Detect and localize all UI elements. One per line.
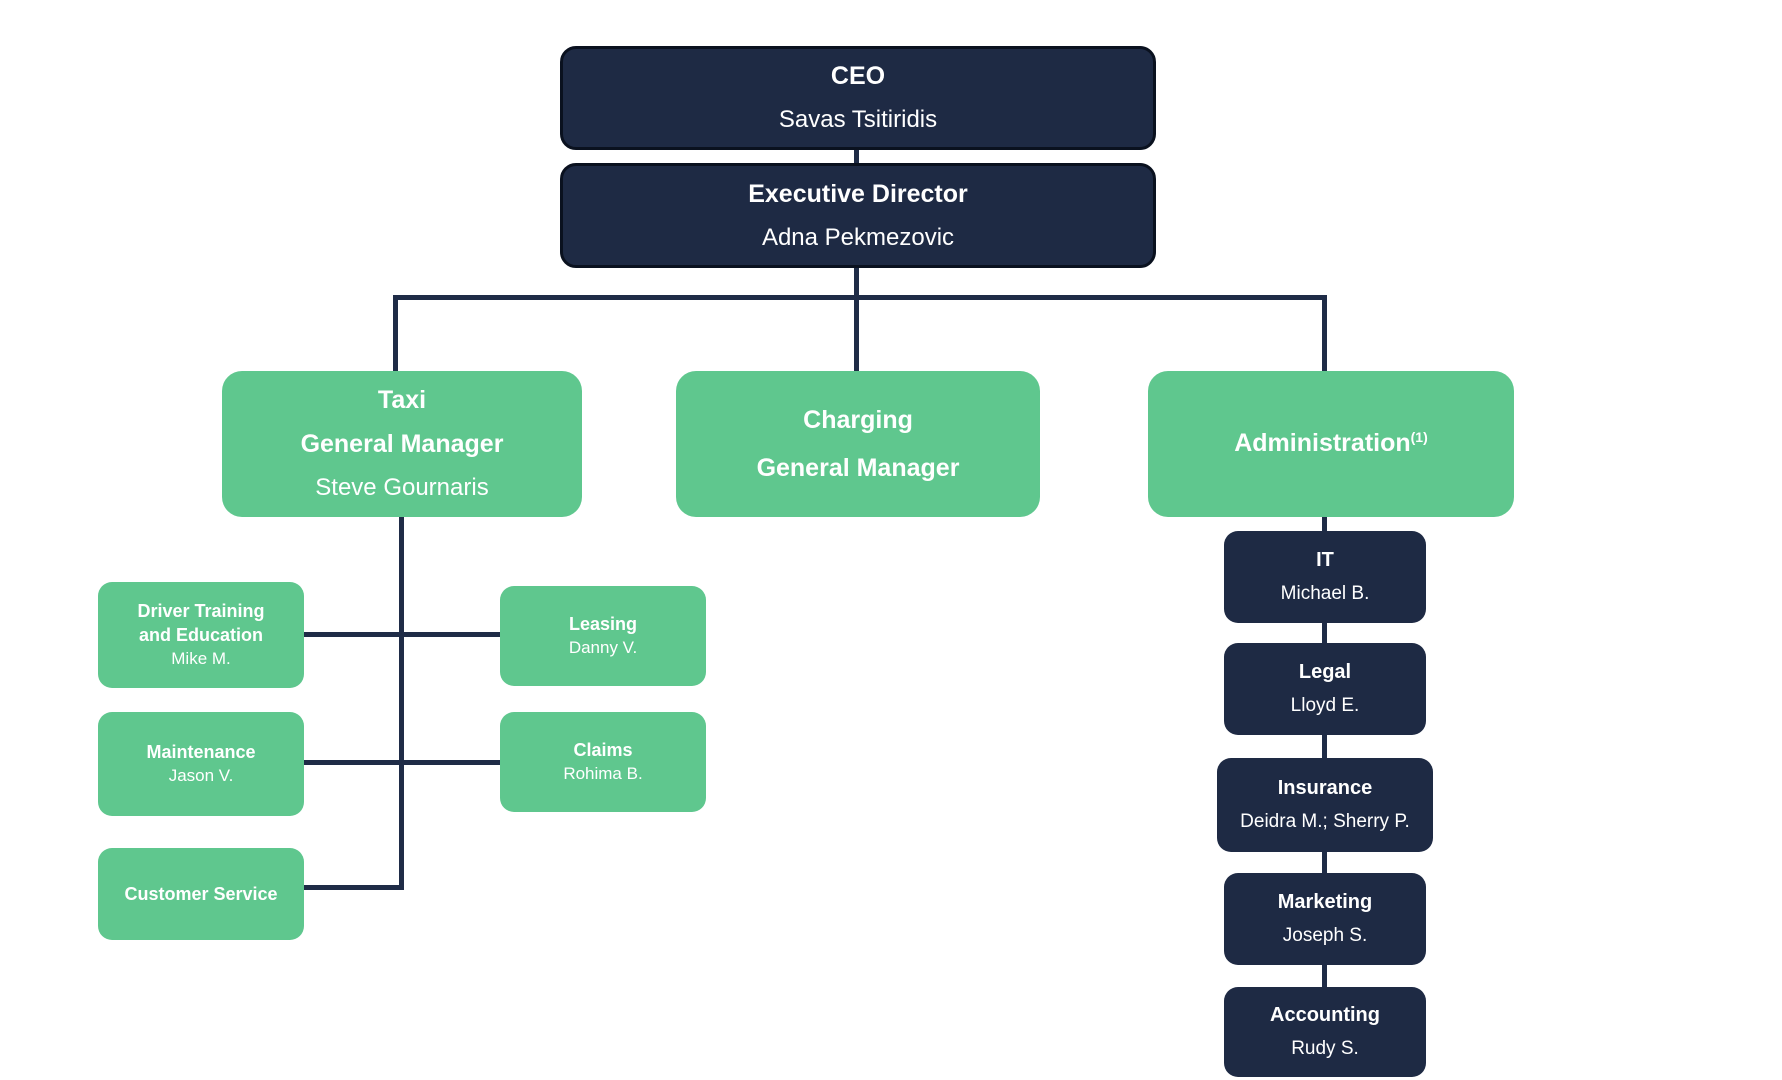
connector-drop-charging xyxy=(854,295,859,373)
node-person-name: Michael B. xyxy=(1280,583,1370,604)
node-person-name: Danny V. xyxy=(568,638,638,657)
node-accounting: Accounting Rudy S. xyxy=(1224,987,1426,1077)
node-title: Executive Director xyxy=(748,179,968,208)
node-title-line1: Driver Training xyxy=(137,601,265,621)
node-leasing: Leasing Danny V. xyxy=(500,586,706,686)
node-title: Claims xyxy=(573,740,633,760)
node-customer-service: Customer Service xyxy=(98,848,304,940)
node-title: Marketing xyxy=(1277,891,1373,913)
node-title-line2: General Manager xyxy=(756,454,960,482)
connector-admin-it xyxy=(1322,515,1327,531)
node-person-name: Adna Pekmezovic xyxy=(761,223,955,251)
connector-row-driver-leasing xyxy=(300,632,505,637)
administration-label: Administration xyxy=(1234,428,1411,457)
node-title: Insurance xyxy=(1277,777,1373,799)
node-title: Customer Service xyxy=(124,884,278,904)
node-title-line1: Taxi xyxy=(377,386,427,414)
connector-branch-horizontal xyxy=(393,295,1327,300)
node-title: CEO xyxy=(830,62,886,90)
node-person-name: Deidra M.; Sherry P. xyxy=(1240,811,1410,832)
node-person-name: Jason V. xyxy=(168,766,234,785)
footnote-superscript: (1) xyxy=(1410,428,1428,445)
node-person-name: Rohima B. xyxy=(563,764,643,783)
node-title: Leasing xyxy=(568,614,638,634)
node-it: IT Michael B. xyxy=(1224,531,1426,623)
node-title-line2: and Education xyxy=(138,625,263,645)
node-person-name: Steve Gournaris xyxy=(315,474,489,501)
node-administration: Administration(1) xyxy=(1148,371,1514,517)
node-title: Maintenance xyxy=(146,742,256,762)
node-title-line1: Charging xyxy=(803,406,913,434)
connector-it-legal xyxy=(1322,623,1327,643)
node-maintenance: Maintenance Jason V. xyxy=(98,712,304,816)
node-insurance: Insurance Deidra M.; Sherry P. xyxy=(1217,758,1433,852)
connector-drop-taxi xyxy=(393,295,398,373)
connector-insurance-marketing xyxy=(1322,852,1327,873)
node-claims: Claims Rohima B. xyxy=(500,712,706,812)
node-person-name: Lloyd E. xyxy=(1290,695,1360,716)
node-driver-training: Driver Training and Education Mike M. xyxy=(98,582,304,688)
node-title: Legal xyxy=(1298,661,1352,683)
node-person-name: Rudy S. xyxy=(1291,1038,1359,1059)
connector-row-customer-service xyxy=(300,885,404,890)
node-executive-director: Executive Director Adna Pekmezovic xyxy=(560,163,1156,268)
connector-drop-administration xyxy=(1322,295,1327,373)
node-title: Administration(1) xyxy=(1234,421,1428,468)
node-title: IT xyxy=(1316,549,1334,571)
connector-row-maintenance-claims xyxy=(300,760,505,765)
node-title: Accounting xyxy=(1270,1004,1380,1026)
connector-marketing-accounting xyxy=(1322,965,1327,987)
node-person-name: Mike M. xyxy=(171,649,231,668)
node-taxi-general-manager: Taxi General Manager Steve Gournaris xyxy=(222,371,582,517)
node-ceo: CEO Savas Tsitiridis xyxy=(560,46,1156,150)
connector-ceo-executive xyxy=(854,148,859,165)
connector-executive-branch xyxy=(854,266,859,298)
node-title-line2: General Manager xyxy=(300,430,504,458)
node-person-name: Savas Tsitiridis xyxy=(778,106,938,133)
node-charging-general-manager: Charging General Manager xyxy=(676,371,1040,517)
node-marketing: Marketing Joseph S. xyxy=(1224,873,1426,965)
connector-legal-insurance xyxy=(1322,735,1327,758)
node-person-name: Joseph S. xyxy=(1282,925,1368,946)
connector-taxi-trunk xyxy=(399,515,404,890)
node-legal: Legal Lloyd E. xyxy=(1224,643,1426,735)
